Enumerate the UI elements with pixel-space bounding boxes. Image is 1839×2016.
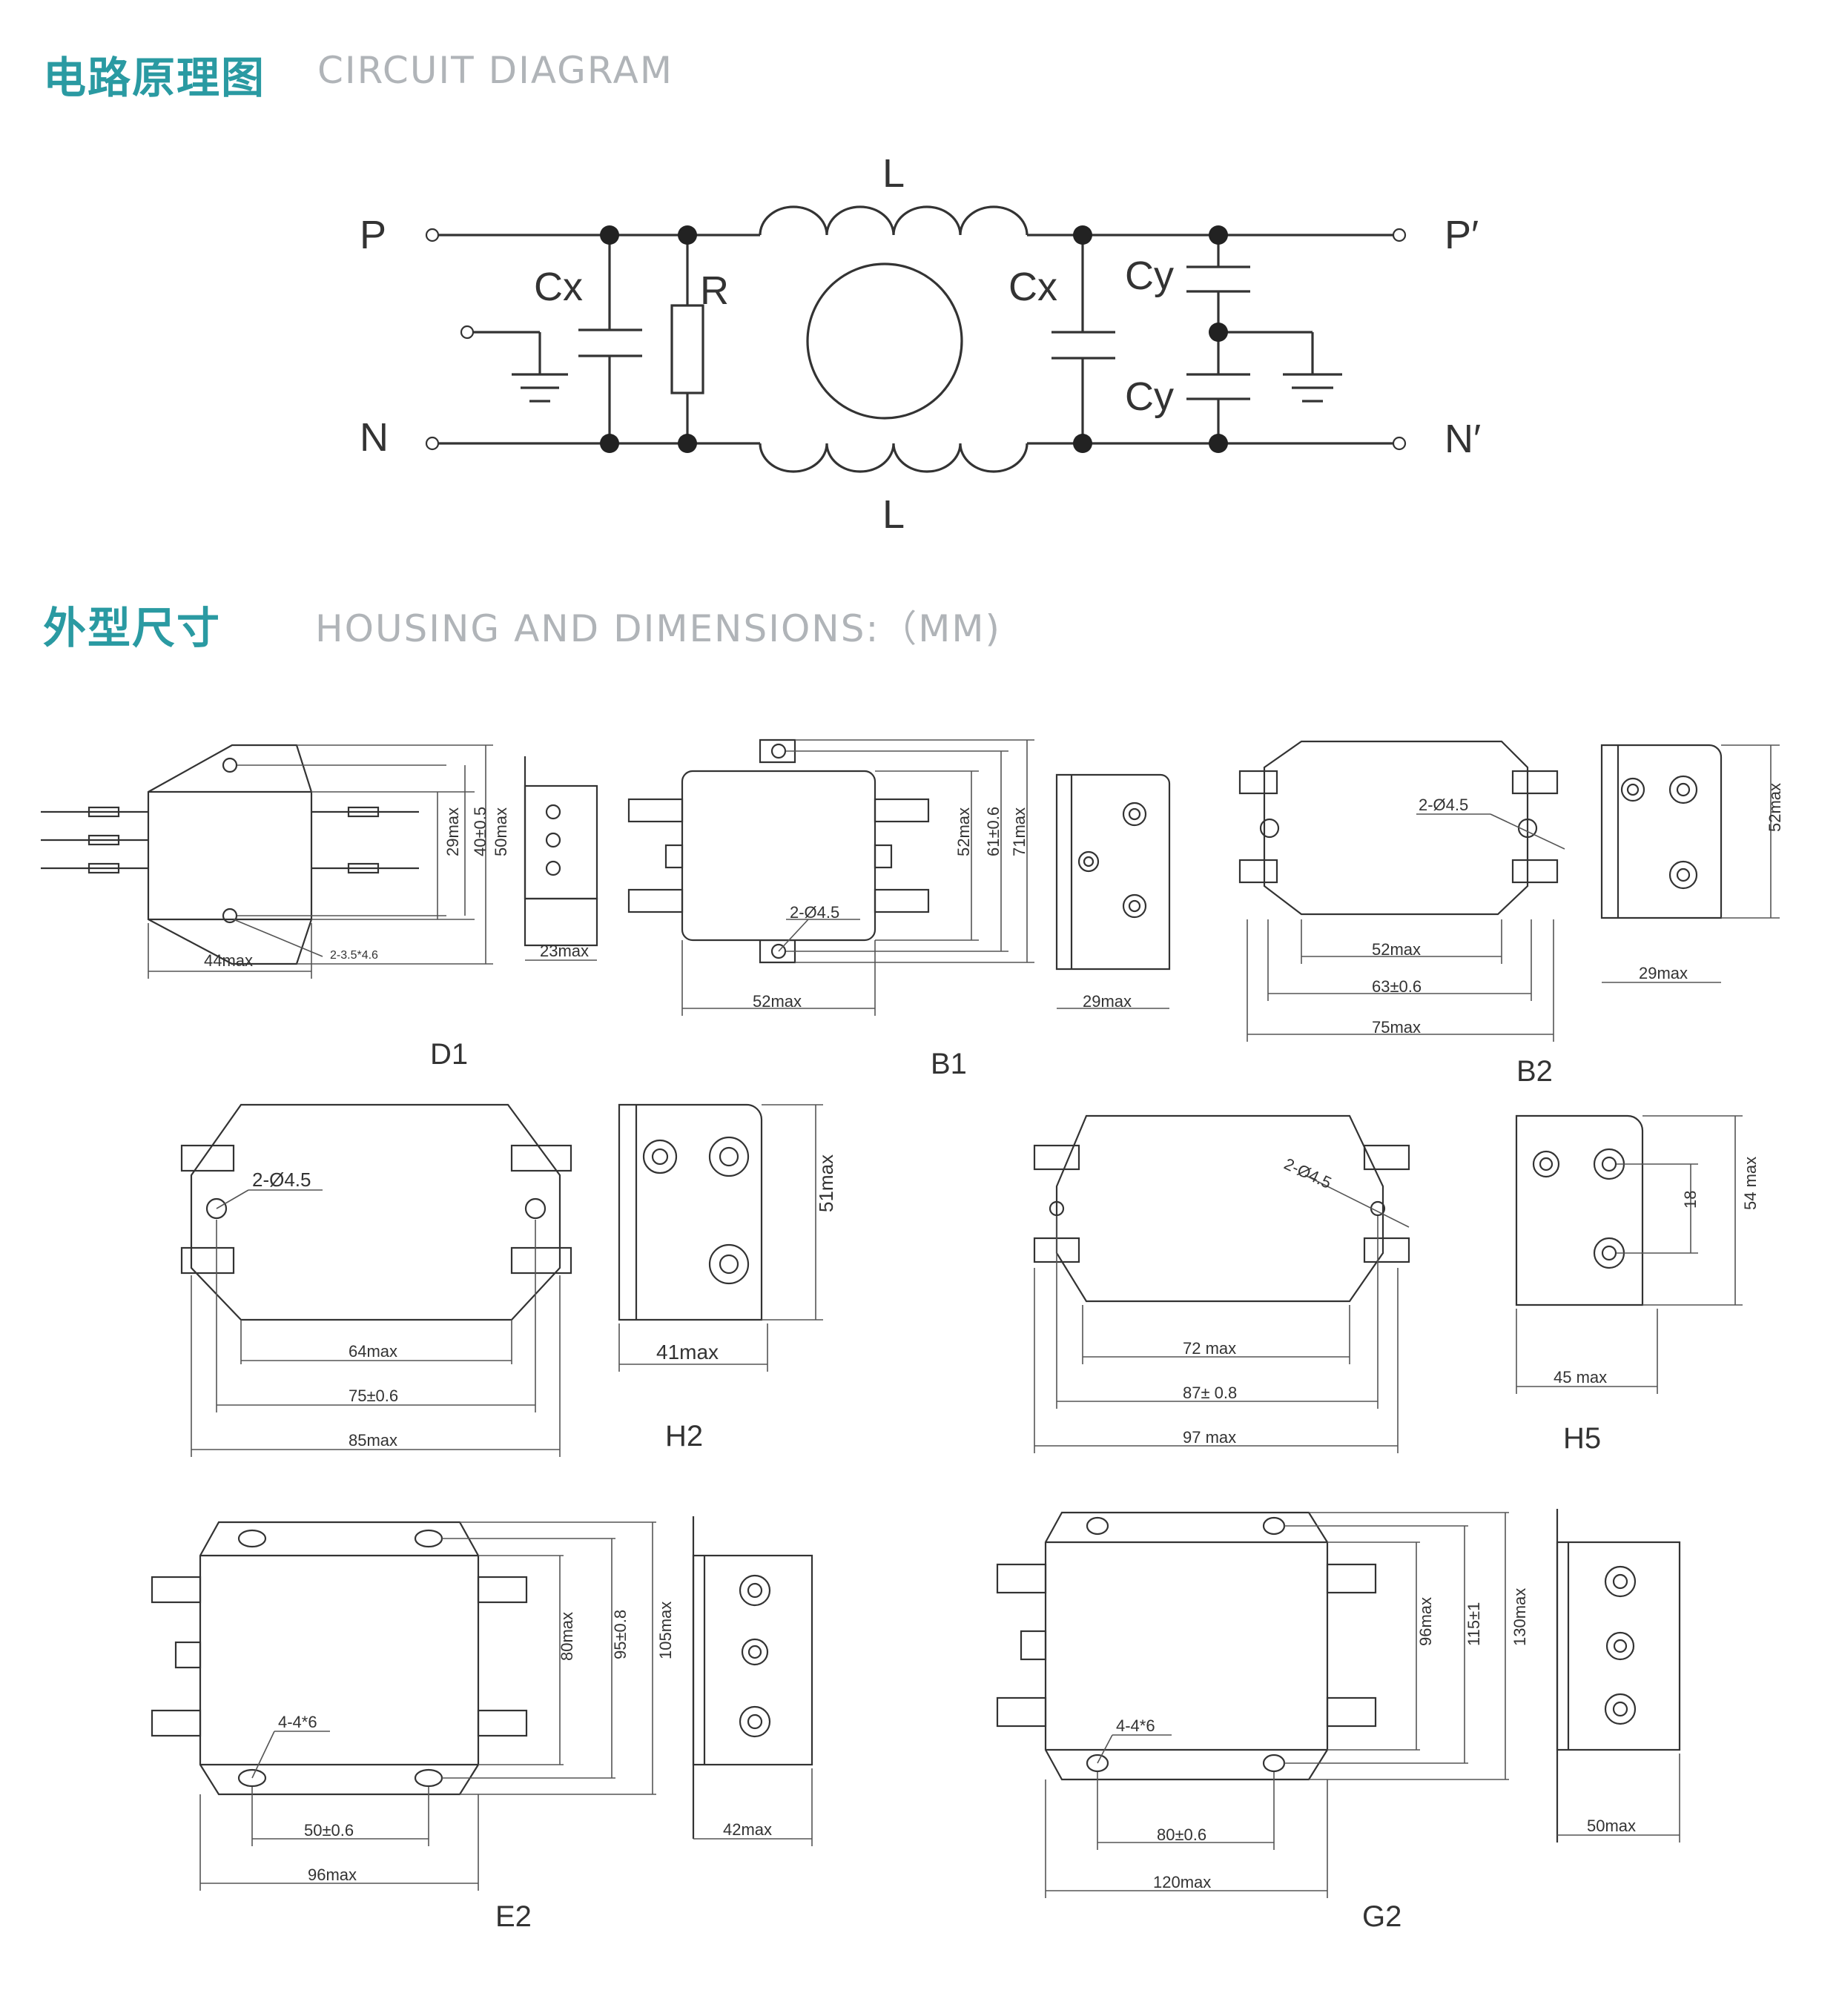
label-cx-right: Cx bbox=[1008, 265, 1057, 309]
g2-dim-130max: 130max bbox=[1511, 1588, 1529, 1646]
d1-dim-holes: 2-3.5*4.6 bbox=[330, 949, 378, 962]
e2-dim-42max: 42max bbox=[723, 1820, 772, 1839]
d1-dim-40: 40±0.5 bbox=[471, 807, 489, 856]
e2-dim-105max: 105max bbox=[656, 1602, 675, 1659]
e2-dim-80max: 80max bbox=[558, 1612, 576, 1661]
drawing-g2: 4-4*6 96max 115±1 130max 80±0.6 120max 5… bbox=[996, 1509, 1681, 1933]
label-n: N bbox=[360, 415, 389, 460]
g2-dim-115: 115±1 bbox=[1465, 1602, 1483, 1646]
label-r: R bbox=[700, 268, 729, 313]
h5-dim-87: 87± 0.8 bbox=[1183, 1384, 1237, 1402]
circuit-diagram: P N P′ N′ L L Cx R Cx Cy Cy bbox=[360, 151, 1481, 537]
inductor-top bbox=[759, 205, 1029, 236]
b2-dim-63: 63±0.6 bbox=[1372, 977, 1422, 996]
e2-dim-96max: 96max bbox=[308, 1865, 357, 1884]
b1-dim-71max: 71max bbox=[1010, 807, 1029, 856]
b1-dim-holes: 2-Ø4.5 bbox=[790, 903, 839, 922]
h2-dim-holes: 2-Ø4.5 bbox=[252, 1169, 311, 1191]
d1-dim-50max: 50max bbox=[492, 807, 510, 856]
h2-dim-64max: 64max bbox=[349, 1342, 397, 1361]
terminal-n-out bbox=[1392, 436, 1407, 451]
housing-section-title-en: HOUSING AND DIMENSIONS:（MM) bbox=[315, 607, 1002, 650]
b2-dim-52max: 52max bbox=[1372, 940, 1421, 959]
e2-dim-50: 50±0.6 bbox=[304, 1821, 354, 1840]
h5-dim-18: 18 bbox=[1681, 1191, 1700, 1209]
core-circle bbox=[806, 262, 963, 420]
h2-dim-85max: 85max bbox=[349, 1431, 397, 1450]
circuit-section-title-en: CIRCUIT DIAGRAM bbox=[317, 49, 673, 92]
b2-dim-52max-side: 52max bbox=[1766, 783, 1784, 832]
label-p-out: P′ bbox=[1445, 213, 1479, 257]
d1-dim-44max: 44max bbox=[204, 951, 253, 970]
housing-section-title: 外型尺寸 bbox=[43, 603, 222, 653]
terminal-p-out bbox=[1392, 228, 1407, 242]
b2-label: B2 bbox=[1516, 1055, 1553, 1088]
d1-label: D1 bbox=[430, 1038, 468, 1071]
h2-label: H2 bbox=[665, 1420, 703, 1452]
b1-dim-52max-h: 52max bbox=[753, 992, 802, 1011]
circuit-section-title: 电路原理图 bbox=[43, 53, 266, 103]
label-cy-top: Cy bbox=[1125, 254, 1174, 298]
label-l-top: L bbox=[882, 151, 905, 196]
h2-dim-75: 75±0.6 bbox=[349, 1387, 398, 1405]
label-cx-left: Cx bbox=[534, 265, 583, 309]
h5-dim-72max: 72 max bbox=[1183, 1339, 1236, 1358]
b1-dim-52max-v: 52max bbox=[954, 807, 973, 856]
h5-dim-97max: 97 max bbox=[1183, 1428, 1236, 1447]
d1-dim-23max: 23max bbox=[540, 942, 589, 960]
g2-dim-96max: 96max bbox=[1416, 1597, 1435, 1646]
drawing-d1: 29max 40±0.5 50max 44max 2-3.5*4.6 23max… bbox=[41, 744, 598, 1071]
h5-dim-45max: 45 max bbox=[1554, 1368, 1607, 1387]
b2-dim-29max: 29max bbox=[1639, 964, 1688, 982]
b1-dim-61: 61±0.6 bbox=[984, 807, 1003, 856]
b2-dim-holes: 2-Ø4.5 bbox=[1419, 796, 1468, 814]
drawing-h5: 2-Ø4.5 72 max 87± 0.8 97 max 18 54 max 4… bbox=[1033, 1114, 1760, 1455]
drawing-b1: 2-Ø4.5 52max 61±0.6 71max 52max 29max B1 bbox=[627, 738, 1171, 1080]
b1-label: B1 bbox=[931, 1048, 967, 1080]
b1-dim-29max: 29max bbox=[1083, 992, 1132, 1011]
g2-dim-holes: 4-4*6 bbox=[1116, 1716, 1155, 1735]
e2-dim-holes: 4-4*6 bbox=[278, 1713, 317, 1731]
g2-label: G2 bbox=[1362, 1900, 1401, 1933]
g2-dim-80: 80±0.6 bbox=[1157, 1825, 1206, 1844]
drawing-b2: 2-Ø4.5 52max 63±0.6 75max 52max 29max B2 bbox=[1238, 740, 1784, 1088]
inductor-bottom bbox=[759, 443, 1029, 473]
label-cy-bottom: Cy bbox=[1125, 374, 1174, 419]
h5-label: H5 bbox=[1563, 1422, 1601, 1455]
drawing-e2: 4-4*6 80max 95±0.8 105max 50±0.6 96max 4… bbox=[151, 1516, 813, 1933]
e2-dim-95: 95±0.8 bbox=[611, 1610, 630, 1659]
d1-dim-29max: 29max bbox=[443, 807, 462, 856]
terminal-p bbox=[425, 228, 440, 242]
h2-dim-51max: 51max bbox=[815, 1154, 837, 1212]
g2-dim-50max: 50max bbox=[1587, 1817, 1636, 1835]
h2-dim-41max: 41max bbox=[656, 1341, 719, 1364]
label-l-bottom: L bbox=[882, 492, 905, 537]
label-p: P bbox=[360, 213, 386, 257]
g2-dim-120max: 120max bbox=[1153, 1873, 1211, 1891]
resistor bbox=[670, 304, 704, 394]
e2-label: E2 bbox=[495, 1900, 532, 1933]
drawing-h2: 2-Ø4.5 64max 75±0.6 85max 51max 41max H2 bbox=[180, 1103, 837, 1457]
terminal-n bbox=[425, 436, 440, 451]
label-n-out: N′ bbox=[1445, 417, 1481, 461]
h5-dim-54max: 54 max bbox=[1741, 1157, 1760, 1210]
b2-dim-75max: 75max bbox=[1372, 1018, 1421, 1037]
